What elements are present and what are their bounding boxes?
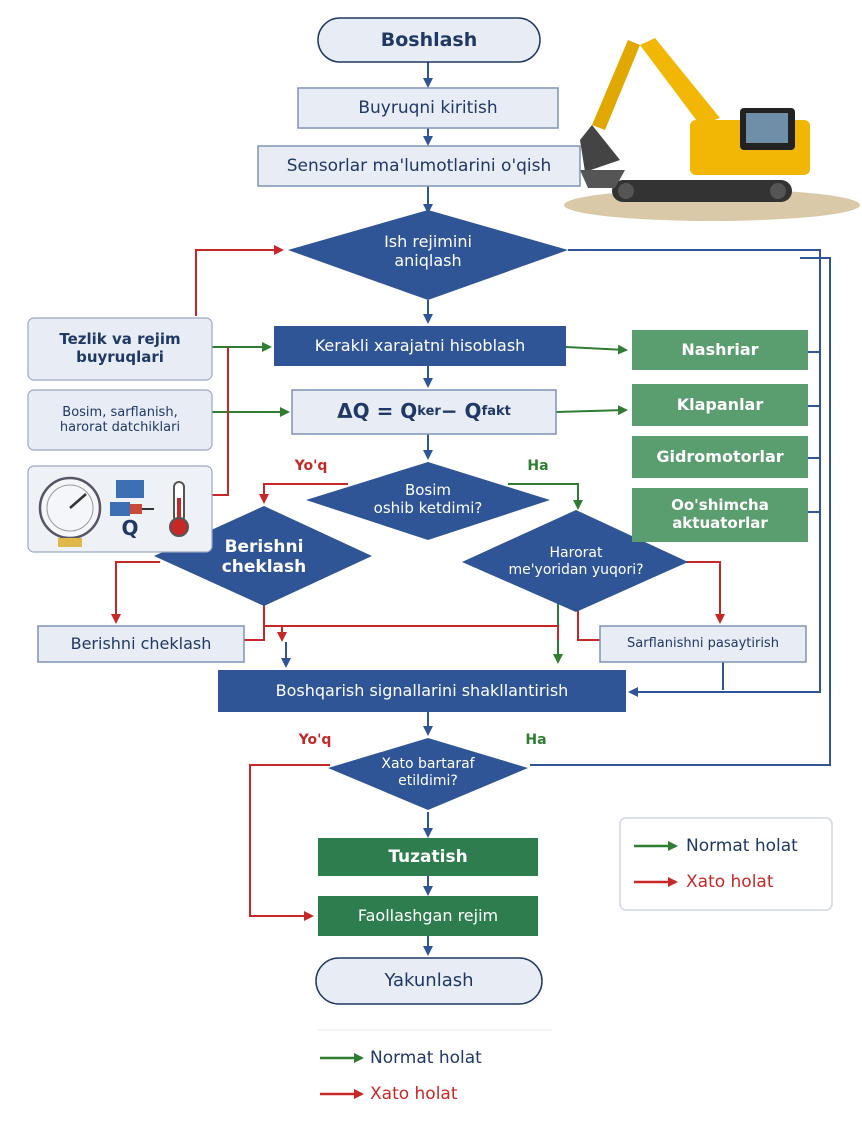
form-signals-label: Boshqarish signallarini shakllantirish: [275, 680, 569, 700]
activated-mode-box: [318, 896, 538, 936]
legend-error-label: Xato holat: [686, 871, 774, 892]
read-sensors-box: [257, 145, 581, 187]
correction-box: [318, 838, 538, 876]
sensor-q-label: Q: [121, 516, 139, 541]
form-signals-box: [218, 670, 626, 712]
determine-mode-diamond: [288, 210, 568, 300]
enter-command-box: [297, 87, 559, 129]
start-terminal: [317, 17, 541, 63]
sensors-input: [27, 389, 213, 451]
limit-decision-label: Berishni cheklash: [221, 536, 307, 577]
branch-no-2: Yo'q: [298, 731, 332, 748]
read-sensors-label: Sensorlar ma'lumotlarini o'qish: [286, 155, 552, 176]
finish-label: Yakunlash: [384, 970, 474, 992]
thermometer-icon: [169, 481, 189, 537]
correction-label: Tuzatish: [388, 846, 468, 867]
extra-actuators-output: [632, 488, 808, 542]
pumps-output: [632, 330, 808, 370]
speed-mode-input-label: Tezlik va rejim buyruqlari: [59, 330, 181, 366]
branch-no-1: Yo'q: [294, 457, 328, 474]
pumps-output-label: Nashriar: [681, 339, 759, 359]
temp-check-label: Harorat me'yoridan yuqori?: [508, 545, 644, 578]
temp-check-diamond: [462, 510, 688, 612]
connectors: [111, 62, 831, 956]
delta-q-main: ΔQ = Q: [337, 399, 418, 424]
legend-box: [619, 817, 833, 911]
hydromotors-output-label: Gidromotorlar: [656, 446, 784, 466]
valves-output: [632, 384, 808, 426]
delta-q-mid: − Q: [440, 399, 482, 424]
error-fixed-label: Xato bartaraf etildimi?: [381, 756, 475, 789]
sensors-input-label: Bosim, sarflanish, harorat datchiklari: [59, 404, 181, 435]
flow-sensor-icon: [110, 480, 154, 516]
excavator-illustration: [564, 38, 860, 221]
enter-command-label: Buyruqni kiritish: [358, 97, 498, 118]
limit-decision-diamond: [154, 506, 372, 606]
speed-mode-input: [27, 317, 213, 381]
reduce-flow-label: Sarflanishni pasaytirish: [627, 636, 779, 652]
pressure-check-label: Bosim oshib ketdimi?: [373, 481, 483, 517]
legend-normal-label-bottom: Normat holat: [370, 1047, 482, 1068]
determine-mode-label: Ish rejimini aniqlash: [384, 232, 472, 270]
limit-box-label: Berishni cheklash: [70, 633, 212, 653]
pressure-gauge-icon: [38, 476, 102, 547]
valves-output-label: Klapanlar: [676, 394, 764, 414]
delta-q-sub-ker: ker: [417, 404, 441, 420]
error-fixed-diamond: [328, 738, 528, 810]
activated-mode-label: Faollashgan rejim: [357, 905, 499, 925]
delta-q-box: [291, 389, 557, 435]
branch-yes-2: Ha: [525, 731, 547, 748]
calc-flow-box: [274, 326, 566, 366]
delta-q-sub-fakt: fakt: [481, 404, 511, 420]
calc-flow-label: Kerakli xarajatni hisoblash: [314, 335, 526, 355]
pressure-check-diamond: [306, 462, 550, 540]
start-label: Boshlash: [380, 28, 478, 51]
hydromotors-output: [632, 436, 808, 478]
legend-error-label-bottom: Xato holat: [370, 1083, 458, 1104]
limit-box: [37, 625, 245, 663]
branch-yes-1: Ha: [527, 457, 549, 474]
legend-normal-label: Normat holat: [686, 835, 798, 856]
extra-actuators-output-label: Oo'shimcha aktuatorlar: [671, 496, 769, 532]
finish-terminal: [315, 957, 543, 1005]
reduce-flow-box: [599, 625, 807, 663]
